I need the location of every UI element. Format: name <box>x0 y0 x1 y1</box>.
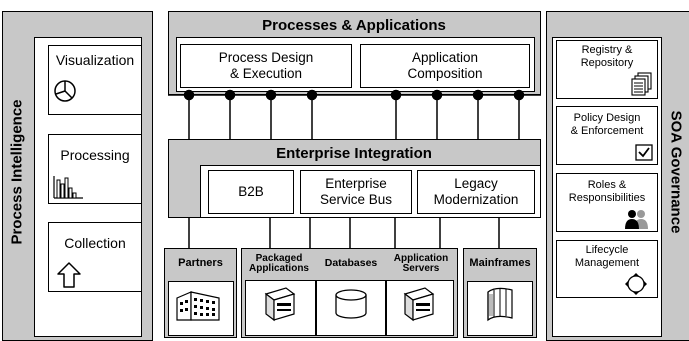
cycle-icon <box>625 273 647 295</box>
server-icon <box>403 287 435 322</box>
processing-label: Processing <box>60 146 130 163</box>
checkbox-icon <box>635 144 653 161</box>
enterprise-service-bus-box: Enterprise Service Bus <box>300 170 412 214</box>
connector-dot <box>183 89 195 101</box>
buildings-icon <box>176 291 220 321</box>
processes-applications-title: Processes & Applications <box>262 16 446 34</box>
pie-chart-icon <box>54 80 76 102</box>
registry-repository-label: Registry & Repository <box>580 44 634 69</box>
application-servers-label: Application Servers <box>386 249 456 279</box>
policy-design-label: Policy Design & Enforcement <box>570 112 644 137</box>
collection-label: Collection <box>64 234 126 251</box>
process-design-execution-label: Process Design & Execution <box>218 50 314 81</box>
roles-responsibilities-box: Roles & Responsibilities <box>556 173 658 232</box>
application-composition-label: Application Composition <box>407 50 483 81</box>
service-connectors-lower <box>188 218 500 248</box>
connector-dot <box>265 89 277 101</box>
roles-responsibilities-label: Roles & Responsibilities <box>568 179 646 204</box>
documents-icon <box>631 72 652 96</box>
enterprise-service-bus-label: Enterprise Service Bus <box>319 176 393 207</box>
lifecycle-management-label: Lifecycle Management <box>574 244 640 269</box>
visualization-label: Visualization <box>55 51 135 68</box>
server-icon <box>264 287 296 322</box>
mainframe-icon <box>487 287 513 322</box>
service-connectors-upper <box>168 89 541 139</box>
collection-box: Collection <box>48 222 142 292</box>
up-arrow-icon <box>57 262 81 288</box>
application-composition-box: Application Composition <box>360 44 530 88</box>
b2b-box: B2B <box>208 170 294 214</box>
lifecycle-management-box: Lifecycle Management <box>556 240 658 298</box>
mainframes-label: Mainframes <box>464 249 536 279</box>
connector-dot <box>472 89 484 101</box>
connector-dot <box>390 89 402 101</box>
connector-dot <box>224 89 236 101</box>
b2b-label: B2B <box>238 184 264 200</box>
connector-dot <box>513 89 525 101</box>
packaged-applications-label: Packaged Applications <box>243 249 315 279</box>
databases-label: Databases <box>316 249 386 279</box>
people-icon <box>625 210 648 229</box>
database-icon <box>335 289 367 319</box>
connector-dot <box>306 89 318 101</box>
bar-chart-icon <box>53 176 83 199</box>
process-design-execution-box: Process Design & Execution <box>180 44 352 88</box>
legacy-modernization-label: Legacy Modernization <box>433 176 519 207</box>
enterprise-integration-title: Enterprise Integration <box>276 144 432 162</box>
connector-dot <box>431 89 443 101</box>
backend-divider <box>385 280 387 336</box>
partners-label: Partners <box>165 249 236 279</box>
registry-repository-box: Registry & Repository <box>556 40 658 99</box>
backend-divider <box>315 280 317 336</box>
legacy-modernization-box: Legacy Modernization <box>417 170 535 214</box>
soa-governance-title: SOA Governance <box>667 110 685 234</box>
visualization-box: Visualization <box>48 45 142 115</box>
processing-box: Processing <box>48 134 142 204</box>
policy-design-box: Policy Design & Enforcement <box>556 106 658 165</box>
